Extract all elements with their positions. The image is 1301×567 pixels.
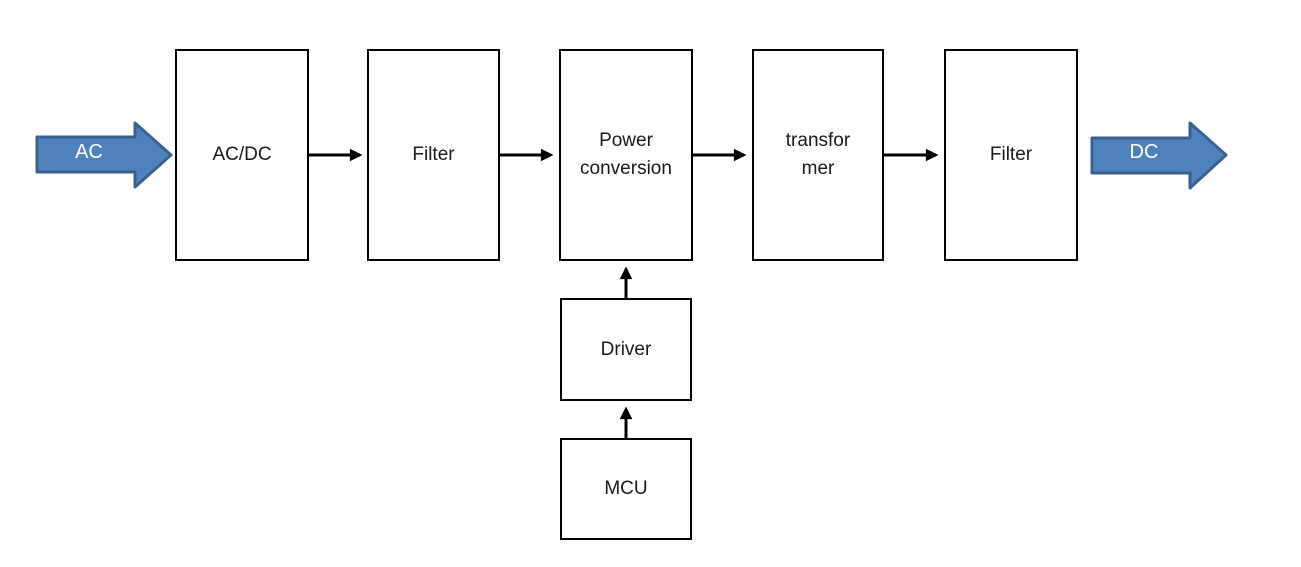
block-power-conversion-label: Power conversion <box>580 130 672 179</box>
block-mcu-label: MCU <box>604 478 648 499</box>
dc-output-label: DC <box>1129 141 1159 163</box>
dc-output-flow-arrow <box>1090 121 1228 190</box>
block-transformer-label: transformer <box>785 130 851 179</box>
block-driver: Driver <box>560 298 692 401</box>
block-acdc-label: AC/DC <box>212 144 272 165</box>
ac-input-label: AC <box>75 141 103 163</box>
block-mcu: MCU <box>560 438 692 540</box>
ac-input-flow-arrow <box>35 121 173 189</box>
block-output-filter-label: Filter <box>989 144 1033 165</box>
block-input-filter-label: Filter <box>412 144 455 165</box>
block-power-conversion: Power conversion <box>559 49 693 261</box>
block-transformer: transformer <box>752 49 884 261</box>
block-input-filter: Filter <box>367 49 500 261</box>
block-acdc: AC/DC <box>175 49 309 261</box>
block-output-filter: Filter <box>944 49 1078 261</box>
block-driver-label: Driver <box>600 338 652 360</box>
